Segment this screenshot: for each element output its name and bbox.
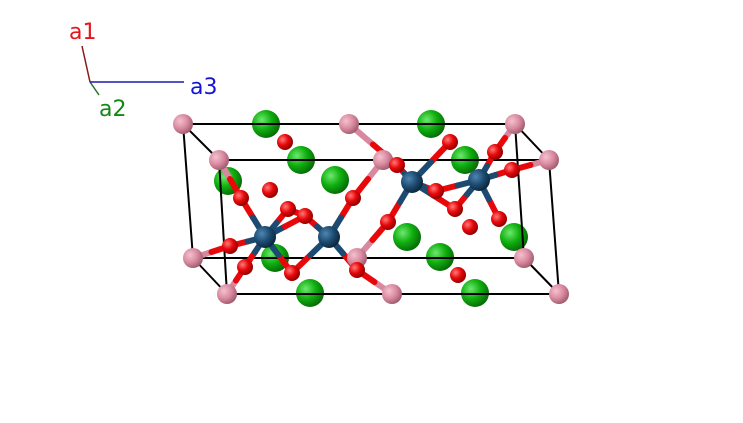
green-atom[interactable] [393, 223, 421, 251]
pink-atom[interactable] [505, 114, 525, 134]
pink-atom[interactable] [217, 284, 237, 304]
red-atom[interactable] [389, 157, 405, 173]
blue-atom[interactable] [401, 171, 423, 193]
a2-axis-line [89, 81, 100, 96]
blue-atom[interactable] [318, 226, 340, 248]
red-atom[interactable] [462, 219, 478, 235]
a3-axis-label: a3 [190, 75, 217, 100]
pink-atom[interactable] [339, 114, 359, 134]
red-atom[interactable] [380, 214, 396, 230]
red-atom[interactable] [233, 190, 249, 206]
pink-atom[interactable] [183, 248, 203, 268]
red-atom[interactable] [277, 134, 293, 150]
red-atom[interactable] [447, 201, 463, 217]
red-atom[interactable] [487, 144, 503, 160]
green-atom[interactable] [321, 166, 349, 194]
front-atom-layer [173, 114, 569, 304]
pink-atom[interactable] [382, 284, 402, 304]
red-atom[interactable] [345, 190, 361, 206]
blue-atom[interactable] [468, 169, 490, 191]
a1-axis-line [81, 45, 91, 83]
red-atom[interactable] [442, 134, 458, 150]
a2-axis-label: a2 [99, 97, 126, 122]
pink-atom[interactable] [539, 150, 559, 170]
red-atom[interactable] [450, 267, 466, 283]
cell-edge [218, 159, 228, 295]
red-atom[interactable] [222, 238, 238, 254]
red-atom[interactable] [504, 162, 520, 178]
red-atom[interactable] [280, 201, 296, 217]
pink-atom[interactable] [347, 248, 367, 268]
axis-indicator: a1 a2 a3 [69, 20, 217, 122]
green-atom[interactable] [500, 223, 528, 251]
blue-atom[interactable] [254, 226, 276, 248]
red-atom[interactable] [284, 265, 300, 281]
red-atom[interactable] [262, 182, 278, 198]
pink-atom[interactable] [373, 150, 393, 170]
cell-edge [514, 123, 525, 259]
pink-atom[interactable] [549, 284, 569, 304]
red-atom[interactable] [491, 211, 507, 227]
red-atom[interactable] [349, 262, 365, 278]
pink-atom[interactable] [209, 150, 229, 170]
red-atom[interactable] [428, 183, 444, 199]
cell-edge [548, 159, 560, 295]
cell-edge [182, 123, 194, 259]
a1-axis-label: a1 [69, 20, 96, 45]
red-atom[interactable] [297, 208, 313, 224]
pink-atom[interactable] [173, 114, 193, 134]
pink-atom[interactable] [514, 248, 534, 268]
red-atom[interactable] [237, 259, 253, 275]
